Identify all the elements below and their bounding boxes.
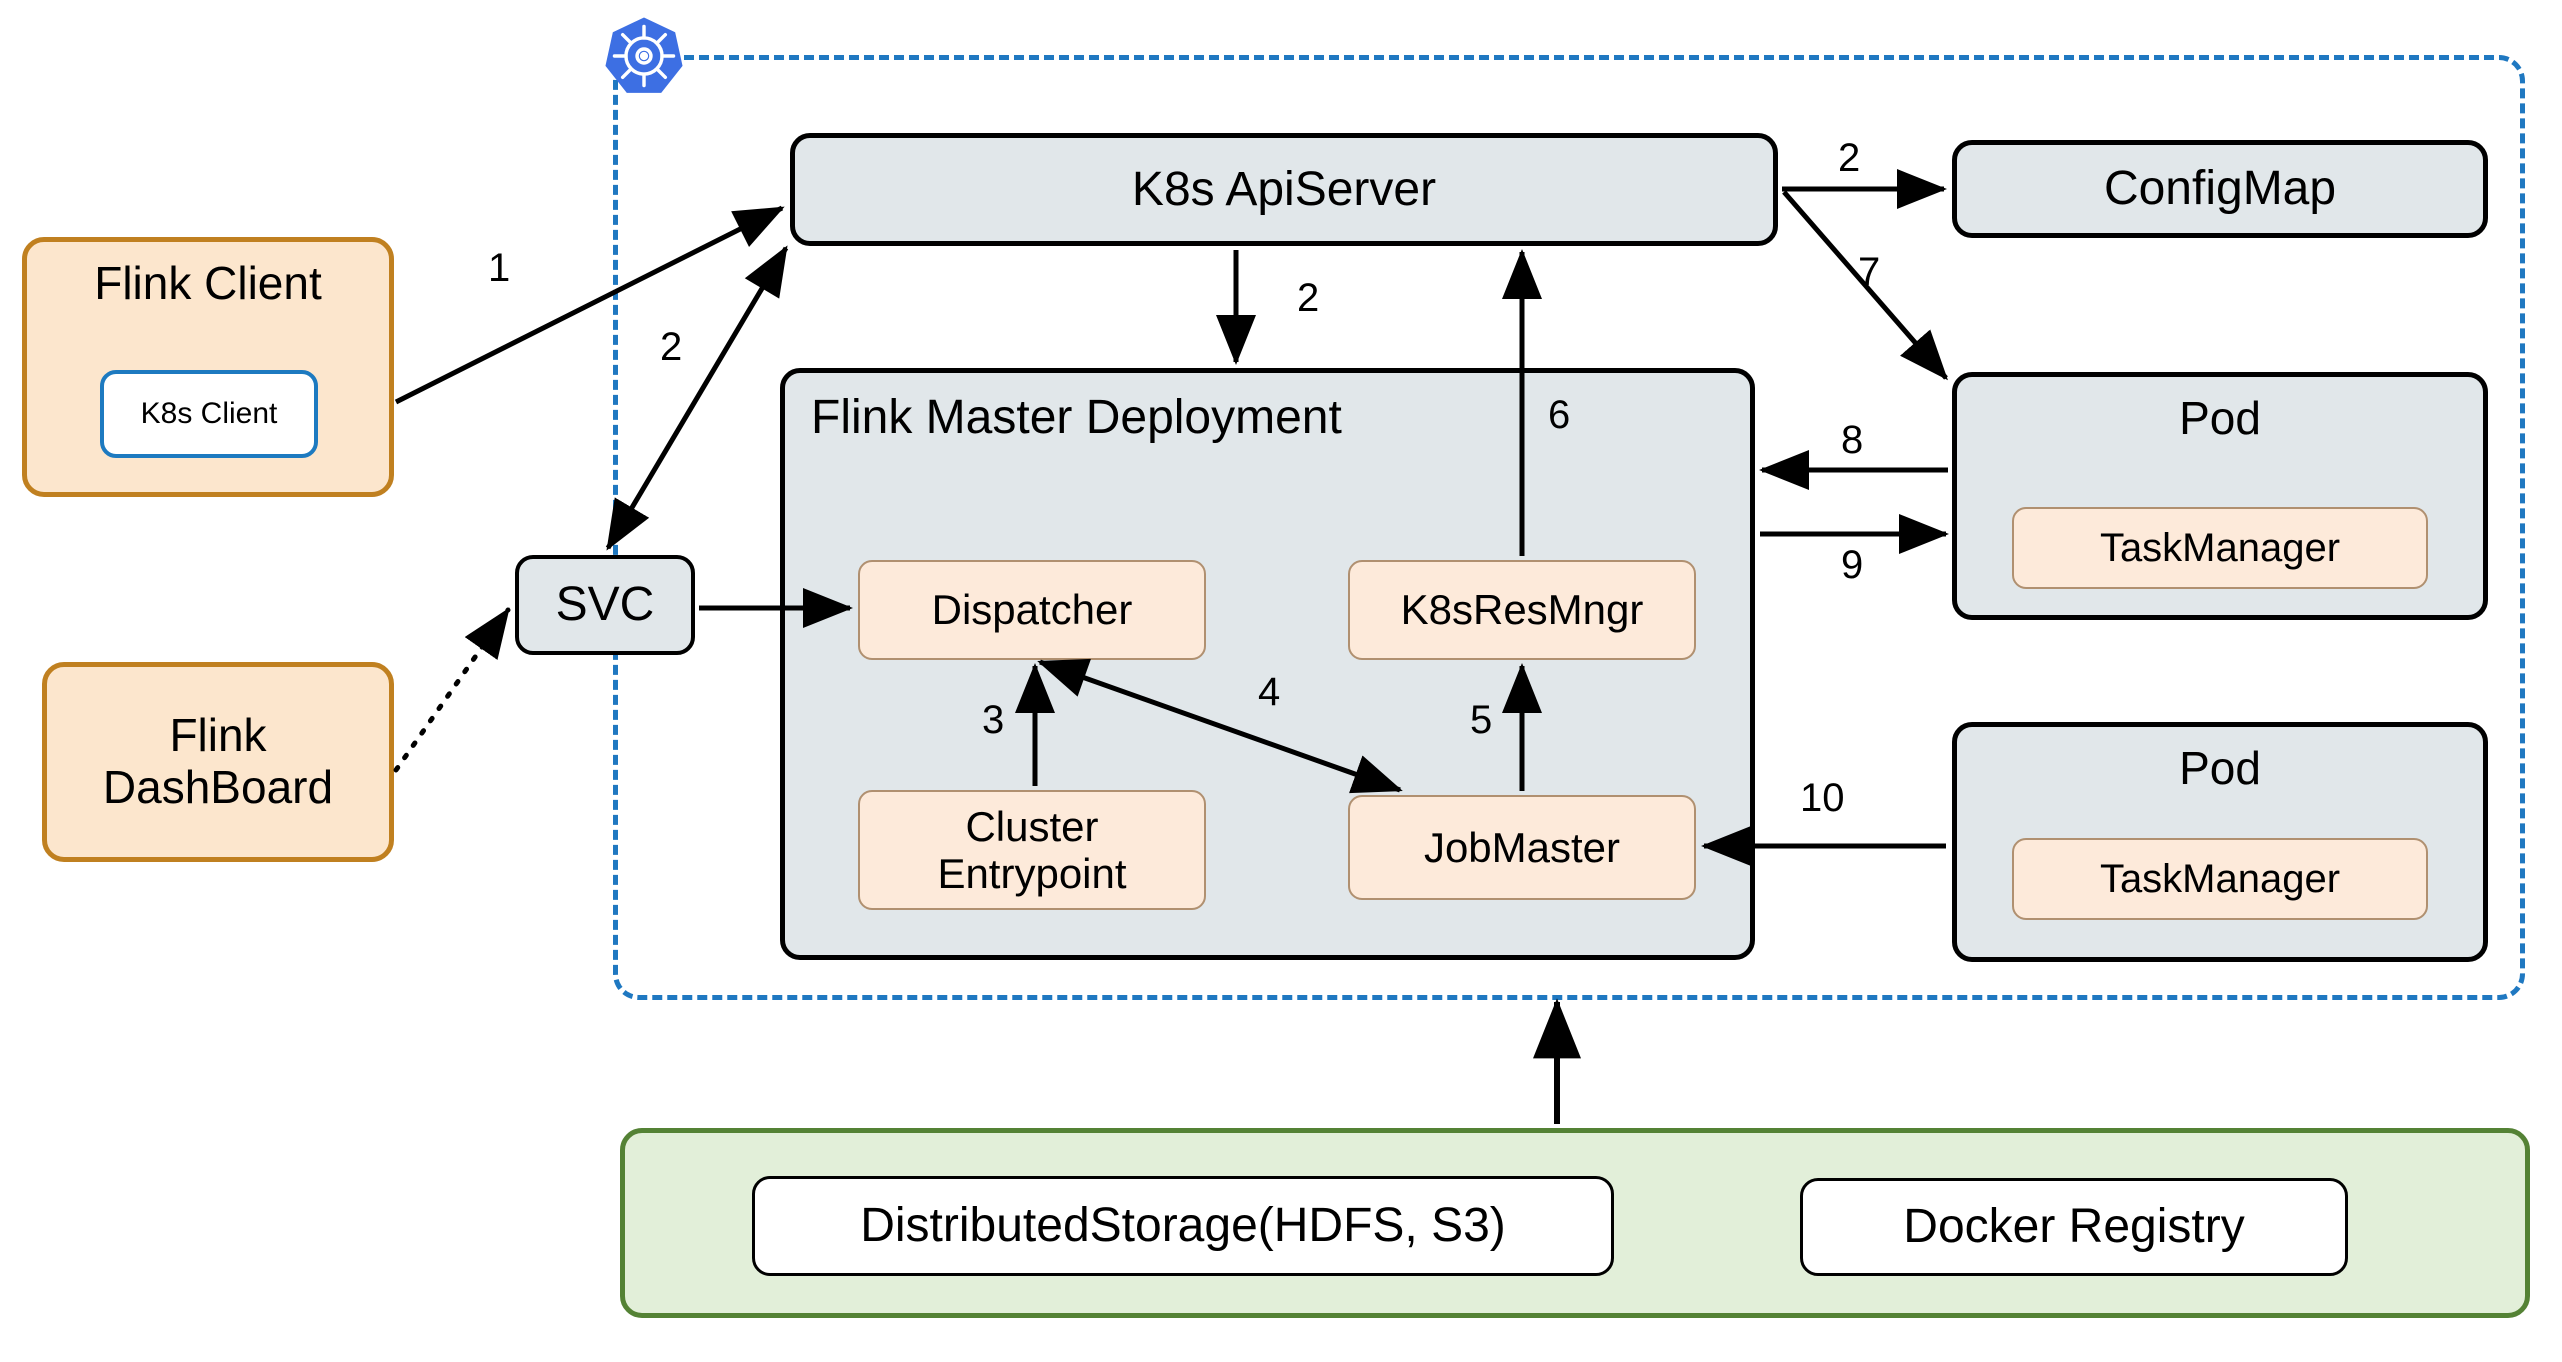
k8s-res-mngr-box[interactable]: K8sResMngr [1348,560,1696,660]
flink-dashboard-box[interactable]: Flink DashBoard [42,662,394,862]
edge-dashboard-svc-arrow [393,607,511,773]
edge-label-7: 7 [1858,250,1881,294]
cluster-entrypoint-label-line2: Entrypoint [937,850,1127,897]
edge-label-8: 8 [1841,418,1864,462]
configmap-label: ConfigMap [2103,162,2337,216]
cluster-entrypoint-label-line1: Cluster [965,802,1099,850]
cluster-entrypoint-box[interactable]: Cluster Entrypoint [858,790,1206,910]
jobmaster-box[interactable]: JobMaster [1348,795,1696,900]
flink-dashboard-label-line2: DashBoard [102,761,334,813]
flink-master-deployment-label: Flink Master Deployment [811,391,1342,444]
flink-client-box[interactable]: Flink Client [22,237,394,497]
k8s-res-mngr-label: K8sResMngr [1400,586,1644,634]
kubernetes-logo-icon [603,15,685,97]
k8s-apiserver-box[interactable]: K8s ApiServer [790,133,1778,246]
jobmaster-label: JobMaster [1423,823,1621,871]
flink-dashboard-label-line1: Flink [169,709,267,762]
dispatcher-box[interactable]: Dispatcher [858,560,1206,660]
taskmanager-top-box[interactable]: TaskManager [2012,507,2428,589]
pod-top-label: Pod [2179,392,2261,444]
dispatcher-label: Dispatcher [931,586,1133,634]
docker-registry-box[interactable]: Docker Registry [1800,1178,2348,1276]
flink-client-label: Flink Client [94,257,322,309]
taskmanager-top-label: TaskManager [2099,525,2341,570]
k8s-apiserver-label: K8s ApiServer [1131,162,1437,216]
svc-box[interactable]: SVC [515,555,695,655]
edge-label-2-configmap: 2 [1838,136,1861,180]
edge-label-5: 5 [1470,698,1493,742]
edge-label-1: 1 [488,246,511,290]
taskmanager-bottom-label: TaskManager [2099,856,2341,901]
edge-label-9: 9 [1841,543,1864,587]
taskmanager-bottom-box[interactable]: TaskManager [2012,838,2428,920]
k8s-client-label: K8s Client [140,397,278,431]
edge-label-6: 6 [1548,393,1571,437]
svc-label: SVC [555,578,655,632]
distributed-storage-box[interactable]: DistributedStorage(HDFS, S3) [752,1176,1614,1276]
configmap-box[interactable]: ConfigMap [1952,140,2488,238]
edge-label-2-svc: 2 [660,325,683,369]
edge-label-2-deployment: 2 [1297,276,1320,320]
distributed-storage-label: DistributedStorage(HDFS, S3) [860,1199,1506,1253]
pod-bottom-label: Pod [2179,742,2261,794]
edge-label-3: 3 [982,698,1005,742]
docker-registry-label: Docker Registry [1903,1200,2245,1254]
k8s-client-box[interactable]: K8s Client [100,370,318,458]
edge-label-10: 10 [1800,776,1845,820]
edge-label-4: 4 [1258,670,1281,714]
